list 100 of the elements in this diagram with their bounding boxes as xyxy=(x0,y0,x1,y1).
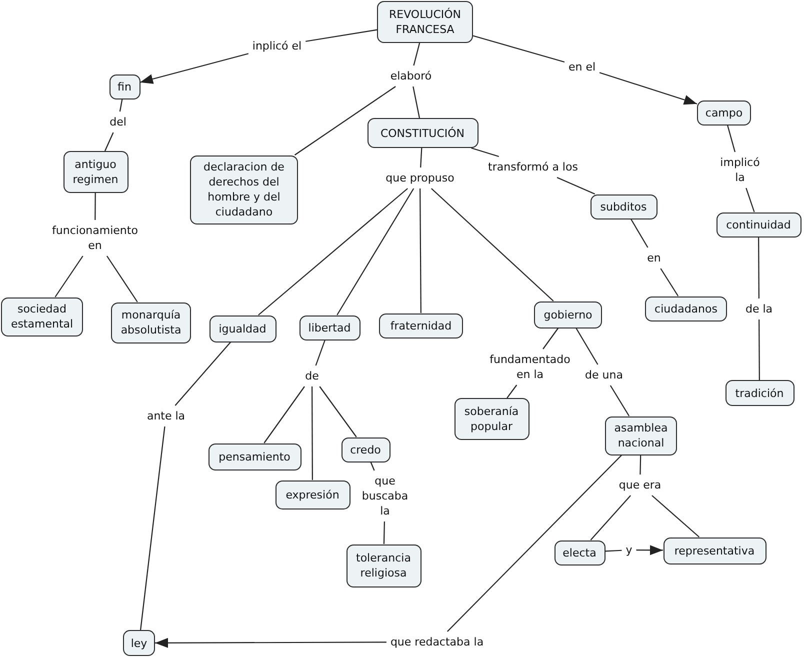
linking-phrase: en el xyxy=(567,60,597,74)
connector-line xyxy=(542,328,559,350)
connector-line xyxy=(106,256,138,302)
connector-line xyxy=(590,495,631,540)
concept-box xyxy=(725,380,794,406)
connector-line xyxy=(119,98,123,112)
concept-label: ciudadanos xyxy=(654,301,718,316)
concept-label: igualdad xyxy=(218,321,266,336)
connector-line xyxy=(336,188,414,316)
linking-phrase: de una xyxy=(584,368,624,382)
connector-line xyxy=(758,237,760,298)
connector-line xyxy=(315,340,326,366)
connector-line xyxy=(174,342,232,406)
linking-phrase: que redactaba la xyxy=(389,634,485,650)
linking-phrase: inplicó el xyxy=(251,38,303,54)
arrow xyxy=(636,545,663,556)
connector-line xyxy=(472,35,565,62)
connector-line xyxy=(431,188,554,302)
concept-label: fraternidad xyxy=(390,318,452,333)
concept-label: fin xyxy=(118,79,132,94)
connector-line xyxy=(413,42,420,66)
concept-box xyxy=(275,480,350,509)
concept-box xyxy=(590,194,657,219)
concept-label: soberanía popular xyxy=(463,404,520,434)
concept-label: antiguo regimen xyxy=(72,157,120,187)
concept-label: sociedad estamental xyxy=(10,302,74,332)
connector-line xyxy=(758,320,760,380)
concept-box xyxy=(716,212,801,237)
concept-box xyxy=(341,437,390,462)
concept-label: tolerancia religiosa xyxy=(355,550,412,580)
linking-phrase: implicó la xyxy=(716,155,764,185)
arrow xyxy=(140,53,249,84)
concept-box xyxy=(367,118,478,148)
concept-label: libertad xyxy=(308,320,351,335)
concept-label: continuidad xyxy=(726,217,791,232)
concept-label: expresión xyxy=(286,487,340,502)
linking-phrase: de xyxy=(304,368,320,384)
linking-phrase: de la xyxy=(744,302,774,316)
linking-phrase: elaboró xyxy=(389,68,433,84)
connector-line xyxy=(140,426,166,630)
concept-box xyxy=(605,416,677,455)
concept-label: campo xyxy=(705,105,743,120)
concept-box xyxy=(1,297,83,336)
concept-label: REVOLUCIÓN FRANCESA xyxy=(388,7,462,37)
concept-box xyxy=(663,537,766,564)
concept-label: credo xyxy=(350,442,381,457)
arrow xyxy=(155,638,386,648)
connector-line xyxy=(726,124,736,152)
connector-line xyxy=(104,132,114,152)
concept-box xyxy=(208,443,301,470)
connector-line xyxy=(471,147,500,158)
connector-line xyxy=(604,550,622,552)
connector-line xyxy=(258,188,408,316)
linking-phrase: fundamentado en la xyxy=(484,352,576,382)
connector-line xyxy=(660,268,679,296)
concept-box xyxy=(123,630,155,656)
connector-line xyxy=(294,86,396,156)
concept-box xyxy=(299,315,360,340)
connector-line xyxy=(556,177,596,194)
concept-label: pensamiento xyxy=(218,449,290,464)
linking-phrase: en xyxy=(646,250,662,266)
arrow xyxy=(599,72,698,105)
concept-label: asamblea nacional xyxy=(613,420,669,450)
connector-line xyxy=(630,218,648,248)
connector-line xyxy=(610,385,630,416)
concept-box xyxy=(209,315,276,342)
concept-box xyxy=(111,302,191,343)
concept-box xyxy=(109,74,140,99)
concept-label: tradición xyxy=(735,386,784,400)
linking-phrase: del xyxy=(108,114,128,130)
connector-line xyxy=(412,86,420,118)
connector-line xyxy=(94,193,96,220)
connector-line xyxy=(54,256,84,298)
connector-line xyxy=(383,521,385,544)
connector-line xyxy=(640,455,642,475)
concept-box xyxy=(346,544,421,587)
connector-line xyxy=(652,495,700,538)
concept-label: ley xyxy=(130,636,148,650)
concept-box xyxy=(697,100,751,125)
linking-phrase: ante la xyxy=(146,408,186,424)
linking-phrase: y xyxy=(624,542,634,558)
concept-label: gobierno xyxy=(544,307,592,322)
linking-phrase: transformó a los xyxy=(487,160,579,174)
concept-box xyxy=(379,313,463,338)
linking-phrase: que era xyxy=(618,478,662,492)
concept-label: monarquía absolutista xyxy=(120,308,182,338)
concept-label: subditos xyxy=(600,199,647,214)
connector-line xyxy=(576,328,598,365)
concept-box xyxy=(645,296,727,321)
concept-box xyxy=(190,155,298,224)
concept-label: electa xyxy=(562,545,596,560)
concept-label: declaracion de derechos del hombre y del ciudadano xyxy=(202,160,286,220)
connector-line xyxy=(420,148,422,168)
linking-phrase: que buscaba la xyxy=(357,474,413,518)
concept-box xyxy=(534,301,602,328)
concept-box xyxy=(63,151,128,193)
concept-label: representativa xyxy=(674,543,755,558)
concept-box xyxy=(454,398,529,440)
concept-box xyxy=(377,1,473,43)
concept-label: CONSTITUCIÓN xyxy=(380,126,465,140)
